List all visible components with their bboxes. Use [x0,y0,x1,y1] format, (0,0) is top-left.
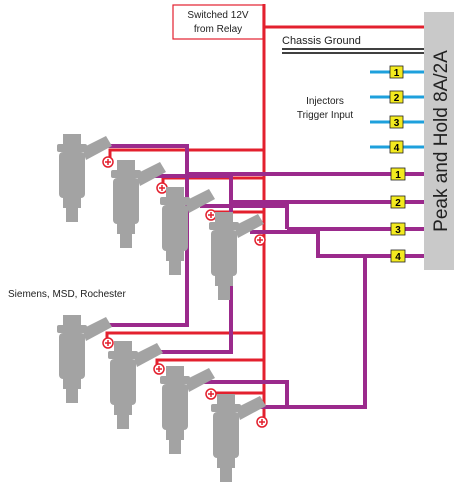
injector-bot-3 [159,365,217,455]
trigger-terminal-4-label: 4 [394,143,400,154]
injector-bot-2 [107,340,165,430]
module-label: Peak and Hold 8A/2A [431,50,452,232]
signal-wire-ch3-bot [200,380,289,405]
peak-hold-module [424,12,454,270]
trigger-input-label-line2: Trigger Input [297,110,354,121]
trigger-input-label-line1: Injectors [306,96,344,107]
output-terminal-2-label: 2 [395,198,401,209]
injector-brand-label: Siemens, MSD, Rochester [8,289,126,300]
trigger-terminal-1 [389,65,404,79]
injector-bot-1 [56,314,114,404]
injector-top-2 [110,159,168,249]
signal-wire-ch1-top [96,144,424,176]
output-terminal-1 [390,167,406,181]
trigger-terminal-4 [389,140,404,154]
injector-top-1 [56,133,114,223]
signal-wire-ch2-top [150,174,424,204]
trigger-terminals: 1 2 3 4 [389,65,404,154]
injector-top-4 [208,211,266,301]
injector-bank-top [56,133,266,301]
trigger-terminal-3-label: 3 [394,118,400,129]
injector-bank-bottom [56,314,268,483]
relay-label-line1: Switched 12V [187,10,248,21]
output-terminal-4 [390,249,406,263]
output-terminal-2 [390,195,406,209]
output-terminals: 1 2 3 4 [390,167,406,263]
relay-label-line2: from Relay [194,24,242,35]
chassis-ground-label: Chassis Ground [282,35,361,47]
trigger-terminal-3 [389,115,404,129]
signal-wire-ch4-link [316,232,365,258]
signal-wires [96,144,424,409]
signal-wire-ch4-bot [250,254,424,409]
trigger-terminal-1-label: 1 [394,68,400,79]
output-terminal-3 [390,222,406,236]
output-terminal-4-label: 4 [395,252,401,263]
power-wire-top-2 [161,176,264,188]
power-wire-bot-1 [105,331,264,342]
trigger-terminal-2-label: 2 [394,93,400,104]
output-terminal-1-label: 1 [395,170,401,181]
trigger-input-wires [370,70,424,149]
output-terminal-3-label: 3 [395,225,401,236]
trigger-terminal-2 [389,90,404,104]
signal-wire-ch3-top [200,204,289,229]
relay-label-box [172,4,264,40]
injector-bot-4 [210,393,268,483]
